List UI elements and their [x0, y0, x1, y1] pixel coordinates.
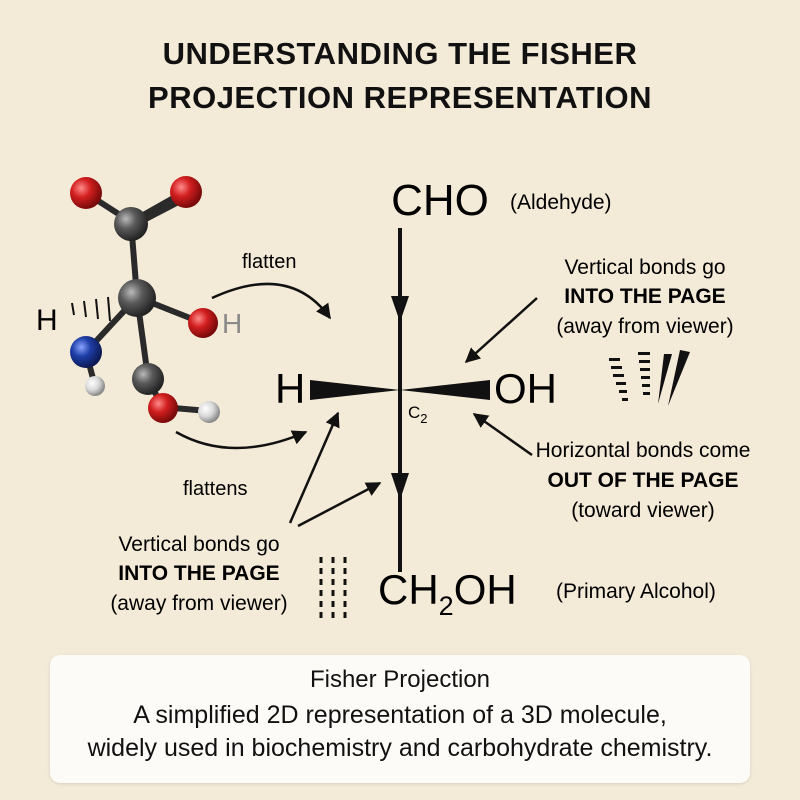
fisher-projection: CHO (Aldehyde) H OH C2 CH2OH (Primary Al…	[275, 176, 716, 621]
ball-and-stick-model: H H	[36, 176, 242, 423]
flatten-label: flatten	[242, 251, 296, 273]
flattens-arrow	[175, 430, 308, 450]
note-line: (toward viewer)	[571, 499, 715, 522]
oxygen-atom	[70, 177, 102, 209]
bottom-group-note: (Primary Alcohol)	[556, 580, 716, 603]
left-group: H	[275, 365, 305, 412]
wedge-bond-right	[400, 380, 490, 400]
nitrogen-atom	[70, 336, 102, 368]
pointer-arrow	[288, 411, 340, 524]
arrowhead-down	[391, 473, 409, 500]
depth-symbol-left	[319, 557, 347, 618]
caption-box: Fisher Projection A simplified 2D repres…	[50, 655, 750, 783]
bottom-group: CH2OH	[378, 566, 517, 621]
oxygen-atom	[148, 393, 178, 423]
center-carbon-label: C2	[408, 403, 428, 426]
horizontal-bond-note: Horizontal bonds come OUT OF THE PAGE (t…	[536, 439, 751, 522]
pointer-arrow	[297, 481, 382, 528]
right-group: OH	[494, 365, 557, 412]
carbon-atom	[132, 363, 164, 395]
note-line-bold: INTO THE PAGE	[564, 285, 725, 308]
note-line-bold: OUT OF THE PAGE	[548, 469, 739, 492]
out-of-page-arrow	[472, 412, 533, 457]
caption-body: A simplified 2D representation of a 3D m…	[50, 699, 750, 765]
top-group-note: (Aldehyde)	[510, 191, 612, 214]
flatten-arrow	[211, 282, 332, 320]
molecule-h-label: H	[36, 304, 58, 337]
depth-symbol-right	[609, 350, 690, 406]
page-title: UNDERSTANDING THE FISHER PROJECTION REPR…	[0, 32, 800, 120]
vertical-bond-note-left: Vertical bonds go INTO THE PAGE (away fr…	[110, 533, 287, 615]
hashed-bond	[71, 296, 111, 322]
note-line: (away from viewer)	[556, 315, 733, 338]
note-line: Vertical bonds go	[118, 533, 279, 556]
hydrogen-atom	[198, 401, 220, 423]
caption-line-1: A simplified 2D representation of a 3D m…	[133, 701, 667, 729]
vertical-bond-note-right: Vertical bonds go INTO THE PAGE (away fr…	[556, 256, 733, 338]
carbon-atom	[118, 279, 156, 317]
into-page-arrow	[464, 297, 538, 364]
caption-title: Fisher Projection	[309, 666, 491, 693]
title-line-1: UNDERSTANDING THE FISHER	[162, 36, 638, 71]
molecule-h-label-right: H	[222, 308, 242, 339]
note-line: Vertical bonds go	[564, 256, 725, 279]
top-group: CHO	[391, 176, 489, 225]
flattens-label: flattens	[183, 478, 247, 500]
note-line-bold: INTO THE PAGE	[118, 562, 279, 585]
note-line: Horizontal bonds come	[536, 439, 751, 462]
caption-line-2: widely used in biochemistry and carbohyd…	[87, 734, 713, 762]
arrowhead-down	[391, 296, 409, 322]
carbon-atom	[114, 207, 148, 241]
wedge-bond-left	[310, 380, 400, 400]
oxygen-atom	[188, 308, 218, 338]
note-line: (away from viewer)	[110, 592, 287, 615]
title-line-2: PROJECTION REPRESENTATION	[148, 80, 652, 115]
hydrogen-atom	[85, 376, 105, 396]
oxygen-atom	[170, 176, 202, 208]
